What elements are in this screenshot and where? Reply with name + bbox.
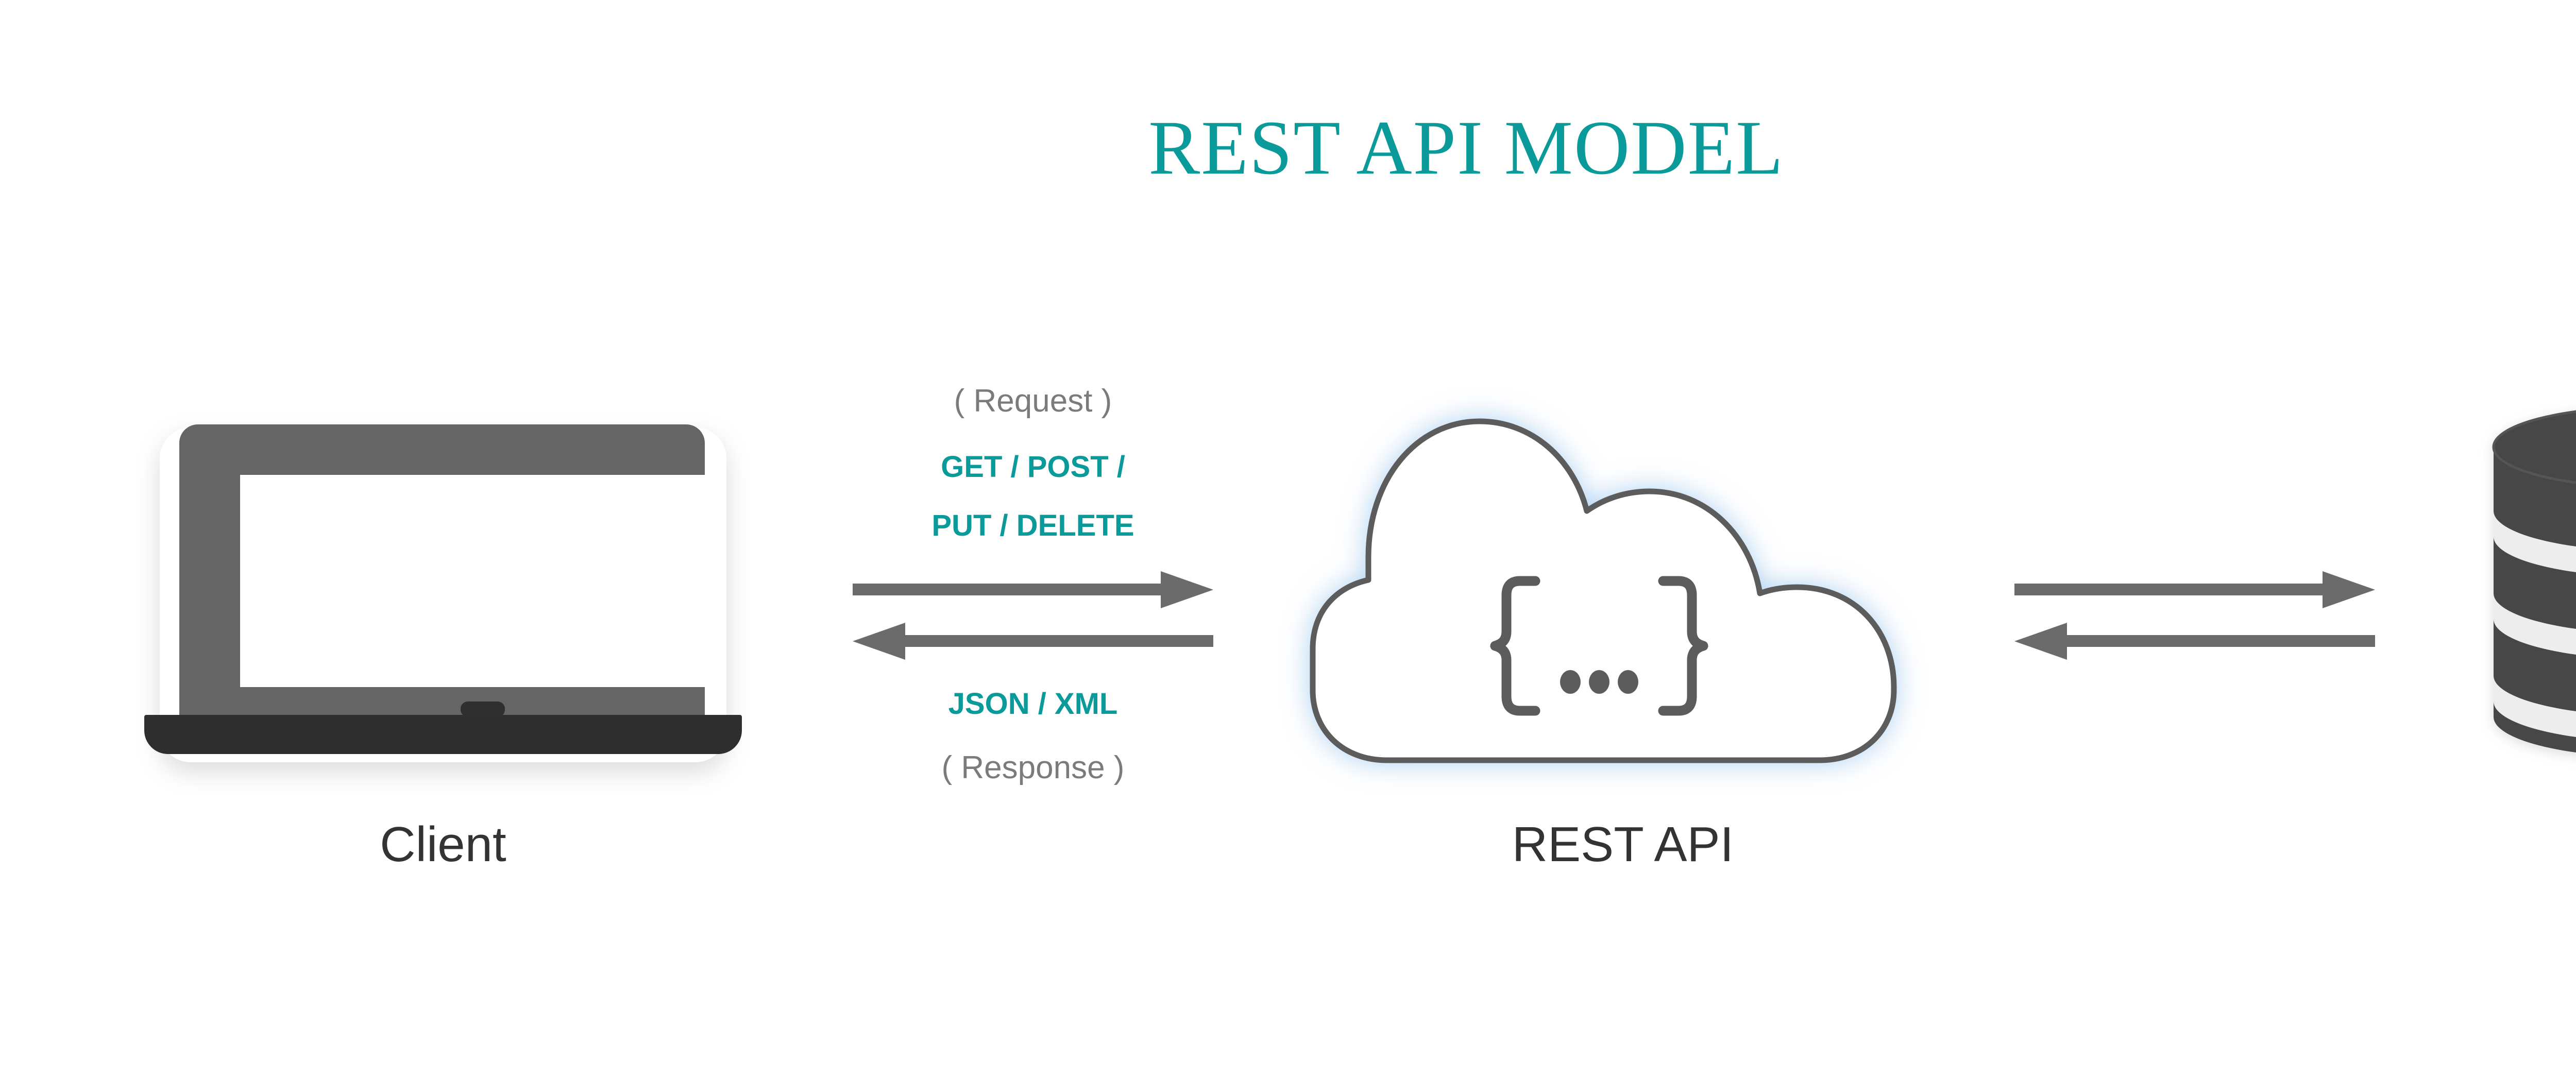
- client-api-arrows: [853, 559, 1213, 672]
- rest-api-label: REST API: [1512, 817, 1734, 872]
- database-label: Database: [2468, 816, 2576, 865]
- disk-gap-2: [2494, 593, 2576, 659]
- response-format-label: JSON / XML: [948, 687, 1118, 721]
- cloud-icon: [1310, 418, 1897, 763]
- response-paren-label: ( Response ): [941, 750, 1125, 785]
- laptop-screen: [240, 475, 724, 687]
- arrow-client-to-api: [853, 571, 1213, 608]
- page-title: REST API MODEL: [1148, 105, 1784, 191]
- request-paren-label: ( Request ): [954, 383, 1112, 419]
- client-node: [139, 412, 747, 773]
- disk-gap-1: [2494, 511, 2576, 577]
- client-label: Client: [380, 817, 506, 872]
- ellipsis-dot-1: [1560, 670, 1581, 694]
- database-node: [2468, 391, 2576, 773]
- ellipsis-dot-2: [1589, 670, 1609, 694]
- database-cylinder-icon: [2492, 410, 2576, 752]
- arrow-api-to-database: [2014, 571, 2375, 608]
- laptop-base: [144, 715, 742, 754]
- ellipsis-dot-3: [1618, 670, 1638, 694]
- api-database-arrows: [2014, 559, 2375, 672]
- laptop-lid: [179, 424, 724, 722]
- laptop-notch: [461, 701, 505, 717]
- request-methods-line-1: GET / POST /: [941, 450, 1125, 484]
- disk-gap-3: [2494, 676, 2576, 742]
- arrow-database-to-api: [2014, 623, 2375, 660]
- arrow-api-to-client: [853, 623, 1213, 660]
- rest-api-node: [1278, 381, 1968, 793]
- request-methods-line-2: PUT / DELETE: [931, 509, 1134, 542]
